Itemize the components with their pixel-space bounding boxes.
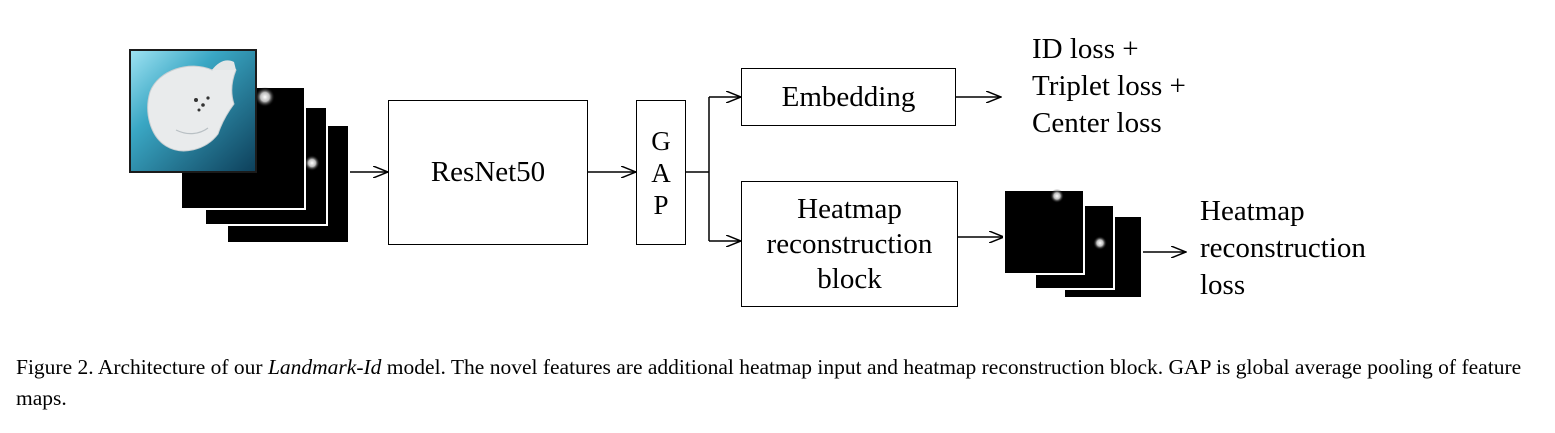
manta-ray-photo [129,49,257,173]
gap-block: G A P [636,100,686,245]
gap-letter-g: G [651,125,671,156]
embedding-label: Embedding [781,80,916,113]
output-heatmap-1 [1003,189,1085,275]
loss-line-3: Center loss [1032,107,1162,139]
gap-letter-a: A [651,157,671,188]
resnet50-label: ResNet50 [430,156,546,188]
heatmap-loss-line-3: loss [1200,269,1246,301]
loss-line-1: ID loss + [1032,33,1139,65]
caption-model-name: Landmark-Id [267,355,382,379]
heatmap-block-line-3: block [817,262,882,295]
gap-letter-p: P [653,189,669,220]
heatmap-reconstruction-block: Heatmap reconstruction block [741,181,958,307]
heatmap-block-line-2: reconstruction [766,227,933,260]
embedding-block: Embedding [741,68,956,126]
heatmap-loss-line-2: reconstruction [1200,232,1366,264]
heatmap-block-line-1: Heatmap [797,192,902,225]
figure-caption: Figure 2. Architecture of our Landmark-I… [16,352,1546,414]
loss-line-2: Triplet loss + [1032,70,1186,102]
heatmap-loss-line-1: Heatmap [1200,195,1305,227]
caption-prefix: Figure 2. Architecture of our [16,355,268,379]
id-triplet-center-losses: ID loss + Triplet loss + Center loss [1032,31,1186,142]
resnet50-block: ResNet50 [388,100,588,245]
caption-rest: model. The novel features are additional… [16,355,1522,410]
heatmap-reconstruction-loss: Heatmap reconstruction loss [1200,193,1366,304]
